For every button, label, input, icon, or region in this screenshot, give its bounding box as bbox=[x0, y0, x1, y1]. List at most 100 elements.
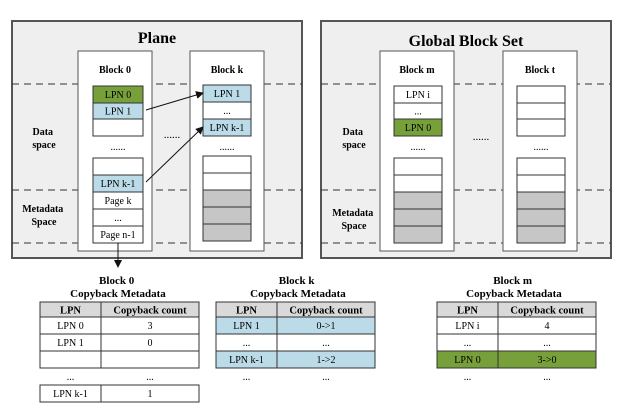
table-cell-lpn: ... bbox=[464, 372, 472, 383]
plane-metadata-space-label: Metadata Space bbox=[22, 204, 66, 228]
table-header-lpn: LPN bbox=[457, 306, 478, 317]
block-0-metadata-table: Block 0 Copyback Metadata LPN Copyback co… bbox=[39, 275, 200, 403]
page-cell-label: ... bbox=[114, 213, 122, 224]
page-cell-label: LPN k-1 bbox=[101, 179, 136, 190]
table-cell-lpn: LPN 1 bbox=[57, 338, 83, 349]
page-cell bbox=[393, 191, 443, 210]
table-cell-count: ... bbox=[543, 338, 551, 349]
page-cell-label: Page n-1 bbox=[100, 230, 135, 241]
plane-dots: ...... bbox=[164, 129, 181, 141]
block-m-cells: LPN i... LPN 0...... bbox=[393, 85, 443, 244]
table-header-count: Copyback count bbox=[289, 306, 363, 317]
table-cell-lpn: LPN 0 bbox=[57, 321, 83, 332]
table-2-title: Block m Copyback Metadata bbox=[466, 275, 562, 300]
cell-dots: ...... bbox=[220, 142, 235, 153]
table-cell bbox=[100, 350, 200, 369]
page-cell-label: LPN 0 bbox=[405, 123, 431, 134]
table-cell-count: 1->2 bbox=[317, 355, 336, 366]
table-cell-lpn: ... bbox=[243, 372, 251, 383]
global-data-space-label: Data space bbox=[342, 127, 366, 151]
table-cell bbox=[39, 350, 102, 369]
block-m-metadata-table: Block m Copyback Metadata LPN Copyback co… bbox=[436, 275, 597, 383]
page-cell bbox=[393, 118, 443, 137]
table-header-count: Copyback count bbox=[113, 306, 187, 317]
page-cell bbox=[202, 206, 252, 225]
table-cell-count: ... bbox=[322, 338, 330, 349]
block-k-title: Block k bbox=[211, 65, 244, 76]
block-k-metadata-table: Block k Copyback Metadata LPN Copyback co… bbox=[215, 275, 376, 383]
table-cell-lpn: ... bbox=[67, 372, 75, 383]
page-cell bbox=[202, 172, 252, 191]
plane-panel: Plane Data space Metadata Space Block 0 … bbox=[11, 20, 303, 268]
table-cell-lpn: LPN i bbox=[455, 321, 479, 332]
table-cell-count: ... bbox=[146, 372, 154, 383]
arrow-lpnk1-to-blockk bbox=[145, 126, 204, 183]
plane-title: Plane bbox=[138, 30, 176, 47]
table-cell bbox=[100, 384, 200, 403]
page-cell-label: LPN k-1 bbox=[210, 123, 245, 134]
table-cell-lpn: LPN 1 bbox=[233, 321, 259, 332]
page-cell bbox=[202, 189, 252, 208]
table-cell bbox=[497, 350, 597, 369]
page-cell-label: LPN i bbox=[406, 90, 430, 101]
page-cell bbox=[393, 208, 443, 227]
global-title: Global Block Set bbox=[409, 33, 524, 50]
table-cell-lpn: LPN 0 bbox=[454, 355, 480, 366]
page-cell-label: ... bbox=[414, 107, 422, 118]
table-cell-count: 3->0 bbox=[538, 355, 557, 366]
page-cell bbox=[516, 208, 566, 227]
page-cell bbox=[516, 102, 566, 120]
page-cell bbox=[202, 155, 252, 174]
table-cell-lpn: ... bbox=[464, 338, 472, 349]
page-cell-label: LPN 0 bbox=[105, 90, 131, 101]
table-cell-count: 4 bbox=[545, 321, 550, 332]
table-header-lpn: LPN bbox=[236, 306, 257, 317]
table-1-title: Block k Copyback Metadata bbox=[250, 275, 346, 300]
page-cell-label: LPN 1 bbox=[105, 107, 131, 118]
plane-data-space-label: Data space bbox=[32, 127, 56, 151]
table-0-title: Block 0 Copyback Metadata bbox=[70, 275, 166, 300]
page-cell bbox=[516, 225, 566, 244]
page-cell bbox=[393, 174, 443, 193]
table-cell-lpn: LPN k-1 bbox=[229, 355, 264, 366]
block-m-title: Block m bbox=[399, 65, 435, 76]
global-block-set-panel: Global Block Set Data space Metadata Spa… bbox=[320, 20, 612, 259]
table-cell-count: 0 bbox=[148, 338, 153, 349]
cell-dots: ...... bbox=[111, 142, 126, 153]
table-header-count: Copyback count bbox=[510, 306, 584, 317]
block-t-cells: ...... bbox=[516, 85, 566, 244]
table-cell-count: ... bbox=[543, 372, 551, 383]
page-cell bbox=[516, 157, 566, 176]
page-cell bbox=[516, 85, 566, 104]
global-metadata-space-label: Metadata Space bbox=[332, 208, 376, 232]
table-cell-count: ... bbox=[322, 372, 330, 383]
arrow-lpn1-to-blockk bbox=[145, 91, 204, 111]
page-cell bbox=[393, 157, 443, 176]
table-cell bbox=[276, 350, 376, 369]
page-cell-label: LPN 1 bbox=[214, 89, 240, 100]
table-cell-count: 3 bbox=[148, 321, 153, 332]
cell-dots: ...... bbox=[534, 142, 549, 153]
page-cell bbox=[92, 157, 144, 176]
page-cell bbox=[516, 174, 566, 193]
page-cell bbox=[393, 225, 443, 244]
block-0-title: Block 0 bbox=[99, 65, 131, 76]
table-cell-count: 1 bbox=[148, 389, 153, 400]
block-t-title: Block t bbox=[525, 65, 556, 76]
table-cell-lpn: LPN k-1 bbox=[53, 389, 88, 400]
table-cell-lpn: ... bbox=[243, 338, 251, 349]
page-cell-label: Page k bbox=[105, 196, 132, 207]
page-cell bbox=[516, 118, 566, 137]
page-cell bbox=[92, 118, 144, 137]
page-cell bbox=[516, 191, 566, 210]
table-cell-count: 0->1 bbox=[317, 321, 336, 332]
page-cell-label: ... bbox=[223, 106, 231, 117]
cell-dots: ...... bbox=[411, 142, 426, 153]
global-dots: ...... bbox=[473, 131, 490, 143]
table-header-lpn: LPN bbox=[60, 306, 81, 317]
